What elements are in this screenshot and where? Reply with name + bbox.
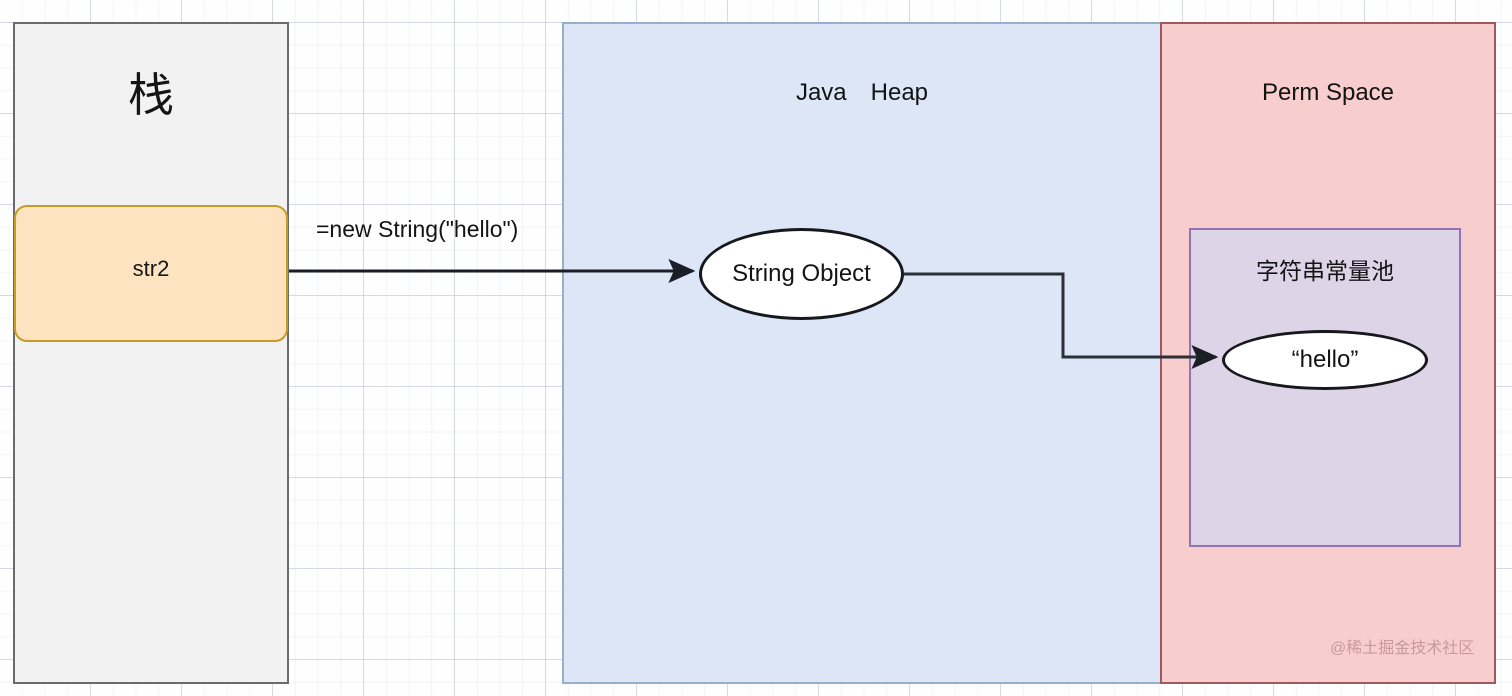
string-constant-pool-title: 字符串常量池 xyxy=(1256,258,1394,284)
stack-region xyxy=(13,22,289,684)
pool-literal-node: “hello” xyxy=(1222,330,1428,390)
assignment-edge-label: =new String("hello") xyxy=(316,216,519,242)
java-heap-region xyxy=(562,22,1162,684)
perm-space-region-title: Perm Space xyxy=(1261,79,1395,106)
watermark: @稀土掘金技术社区 xyxy=(1330,640,1475,657)
heap-string-object-node: String Object xyxy=(699,228,904,320)
stack-variable-label: str2 xyxy=(132,256,170,281)
pool-literal-label: “hello” xyxy=(1291,346,1359,373)
heap-string-object-label: String Object xyxy=(732,260,871,287)
java-heap-region-title: Java Heap xyxy=(795,79,929,106)
stack-variable-box xyxy=(14,205,288,342)
stack-region-title: 栈 xyxy=(128,69,174,121)
